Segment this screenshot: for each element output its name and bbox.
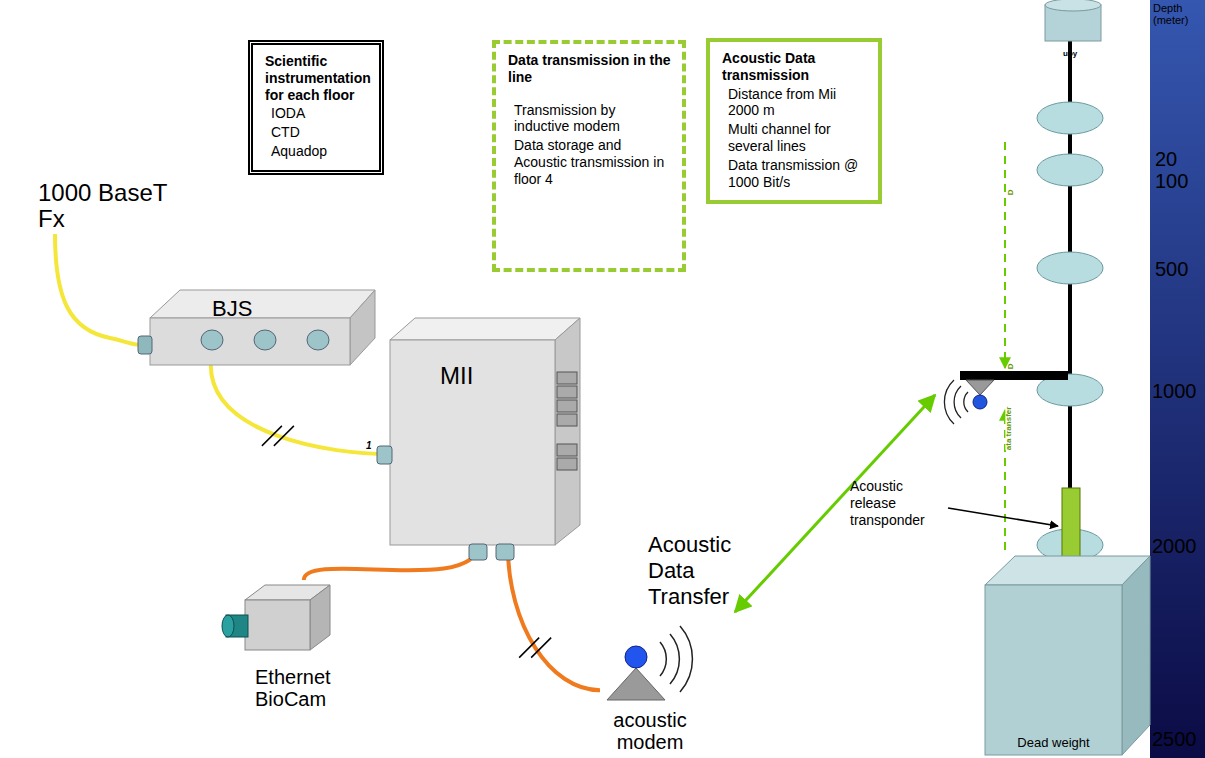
biocam-icon	[222, 585, 330, 650]
cable	[211, 365, 390, 454]
data-transfer-line	[1004, 142, 1006, 368]
depth-tick: 1000	[1152, 380, 1197, 402]
break-mark	[519, 638, 539, 658]
buoy-label: uoy	[1063, 50, 1077, 59]
legend-box: Acoustic Data transmissionDistance from …	[706, 38, 882, 204]
modem-icon	[607, 626, 692, 700]
depth-tick: 2500	[1152, 728, 1197, 750]
switch-box: BJS	[150, 290, 375, 365]
node-heading: BJS	[212, 296, 252, 322]
node-heading: Ethernet BioCam	[255, 666, 333, 710]
depth-bar	[1150, 0, 1205, 758]
acoustic-modem: acoustic modem	[600, 635, 700, 755]
node-text: IODA	[265, 105, 369, 122]
node-heading: Scientific instrumentation for each floo…	[265, 53, 369, 103]
callout-number: 1	[366, 440, 372, 451]
depth-tick: 2000	[1152, 535, 1197, 557]
link-label: Acoustic Data Transfer	[648, 532, 740, 610]
depth-tick: 500	[1155, 258, 1188, 280]
node-heading: Acoustic Data transmission	[722, 50, 868, 84]
dead-weight-block	[985, 556, 1150, 755]
mooring-line	[944, 0, 1103, 561]
transfer-label: D	[1007, 364, 1016, 370]
mii-box	[377, 318, 580, 560]
node-text: Transmission by inductive modem	[508, 102, 672, 136]
acoustic-link-arrow	[735, 395, 935, 612]
axis-title: Depth (meter)	[1153, 2, 1203, 26]
break-mark	[262, 426, 282, 446]
depth-tick: 20	[1155, 148, 1177, 170]
cable	[508, 545, 600, 690]
cable-path	[211, 365, 390, 454]
cable-path	[508, 545, 600, 690]
break-mark	[274, 426, 294, 446]
depth-tick: 100	[1155, 170, 1188, 192]
cable	[304, 545, 478, 580]
camera: Ethernet BioCam	[215, 580, 335, 712]
node-heading: acoustic modem	[600, 709, 700, 753]
node-heading: MII	[440, 362, 473, 390]
legend-box: Data transmission in the lineTransmissio…	[492, 40, 686, 272]
node-text: Aquadop	[265, 143, 369, 160]
leader-line	[948, 508, 1058, 526]
node-text: Data transmission @ 1000 Bit/s	[722, 157, 868, 191]
cable-path	[304, 545, 478, 580]
break-mark	[531, 638, 551, 658]
legend-box: Scientific instrumentation for each floo…	[248, 40, 384, 175]
node-text: CTD	[265, 124, 369, 141]
cable-label: 1000 BaseT Fx	[38, 180, 188, 232]
node-text: Data storage and Acoustic transmission i…	[508, 137, 672, 187]
dead-weight: Dead weight	[985, 556, 1150, 756]
node-text: Distance from Mii 2000 m	[722, 86, 868, 120]
interface-box: MII	[390, 318, 580, 545]
part-label: Acoustic release transponder	[850, 478, 946, 529]
transfer-label: D	[1007, 190, 1016, 196]
fiber-cable	[55, 234, 142, 345]
node-text: Multi channel for several lines	[722, 121, 868, 155]
bjs-box	[138, 290, 375, 365]
node-heading: Dead weight	[985, 735, 1122, 750]
node-heading: Data transmission in the line	[508, 52, 672, 86]
transfer-label: ata transfer	[1005, 407, 1014, 451]
